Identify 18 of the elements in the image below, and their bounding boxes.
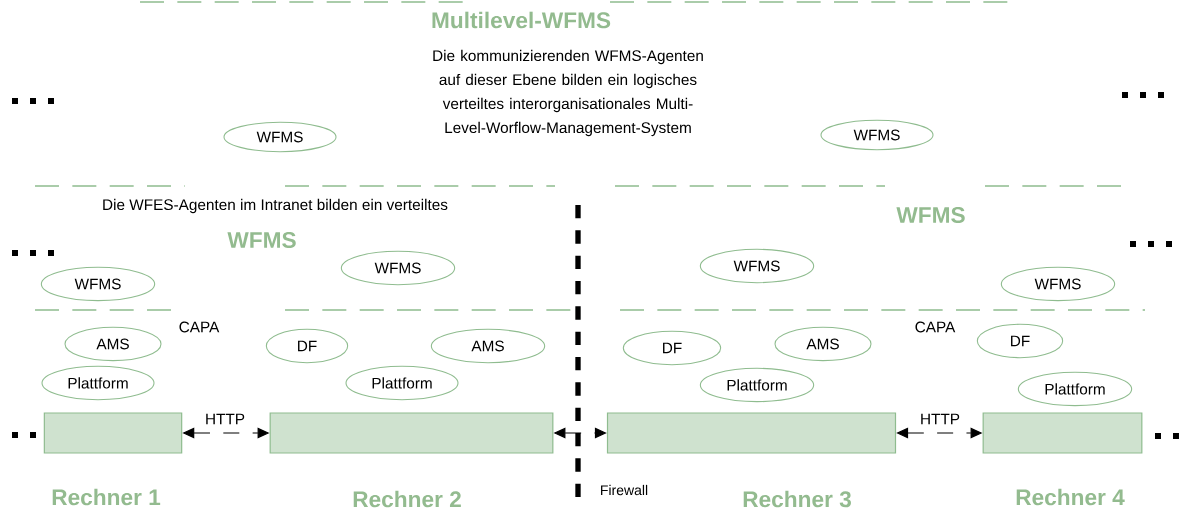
- computer-box: [269, 412, 554, 454]
- note-text: Die WFES-Agenten im Intranet bilden ein verteiltes: [103, 198, 448, 214]
- computer-box: [982, 412, 1143, 454]
- protocol-label: CAPA: [179, 321, 220, 333]
- computer-label: Rechner 2: [353, 490, 461, 508]
- computer-box: [606, 412, 897, 454]
- heading: Multilevel-WFMS: [432, 11, 611, 29]
- heading: WFMS: [896, 206, 965, 224]
- description-text: Die kommunizierenden WFMS-Agenten auf dieser Ebene bilden ein logisches verteiltes interorganisationales Multi-Level-Worflow-Management-System: [433, 49, 703, 137]
- computer-label: Rechner 4: [1016, 488, 1125, 506]
- edge-label: HTTP: [203, 412, 247, 426]
- computer-label: Rechner 3: [743, 490, 851, 508]
- computer-box: [43, 412, 183, 454]
- computer-label: Rechner 1: [52, 488, 161, 506]
- heading: WFMS: [227, 231, 296, 249]
- edge-label: HTTP: [918, 412, 962, 426]
- protocol-label: CAPA: [915, 321, 956, 333]
- firewall-label: Firewall: [601, 484, 648, 496]
